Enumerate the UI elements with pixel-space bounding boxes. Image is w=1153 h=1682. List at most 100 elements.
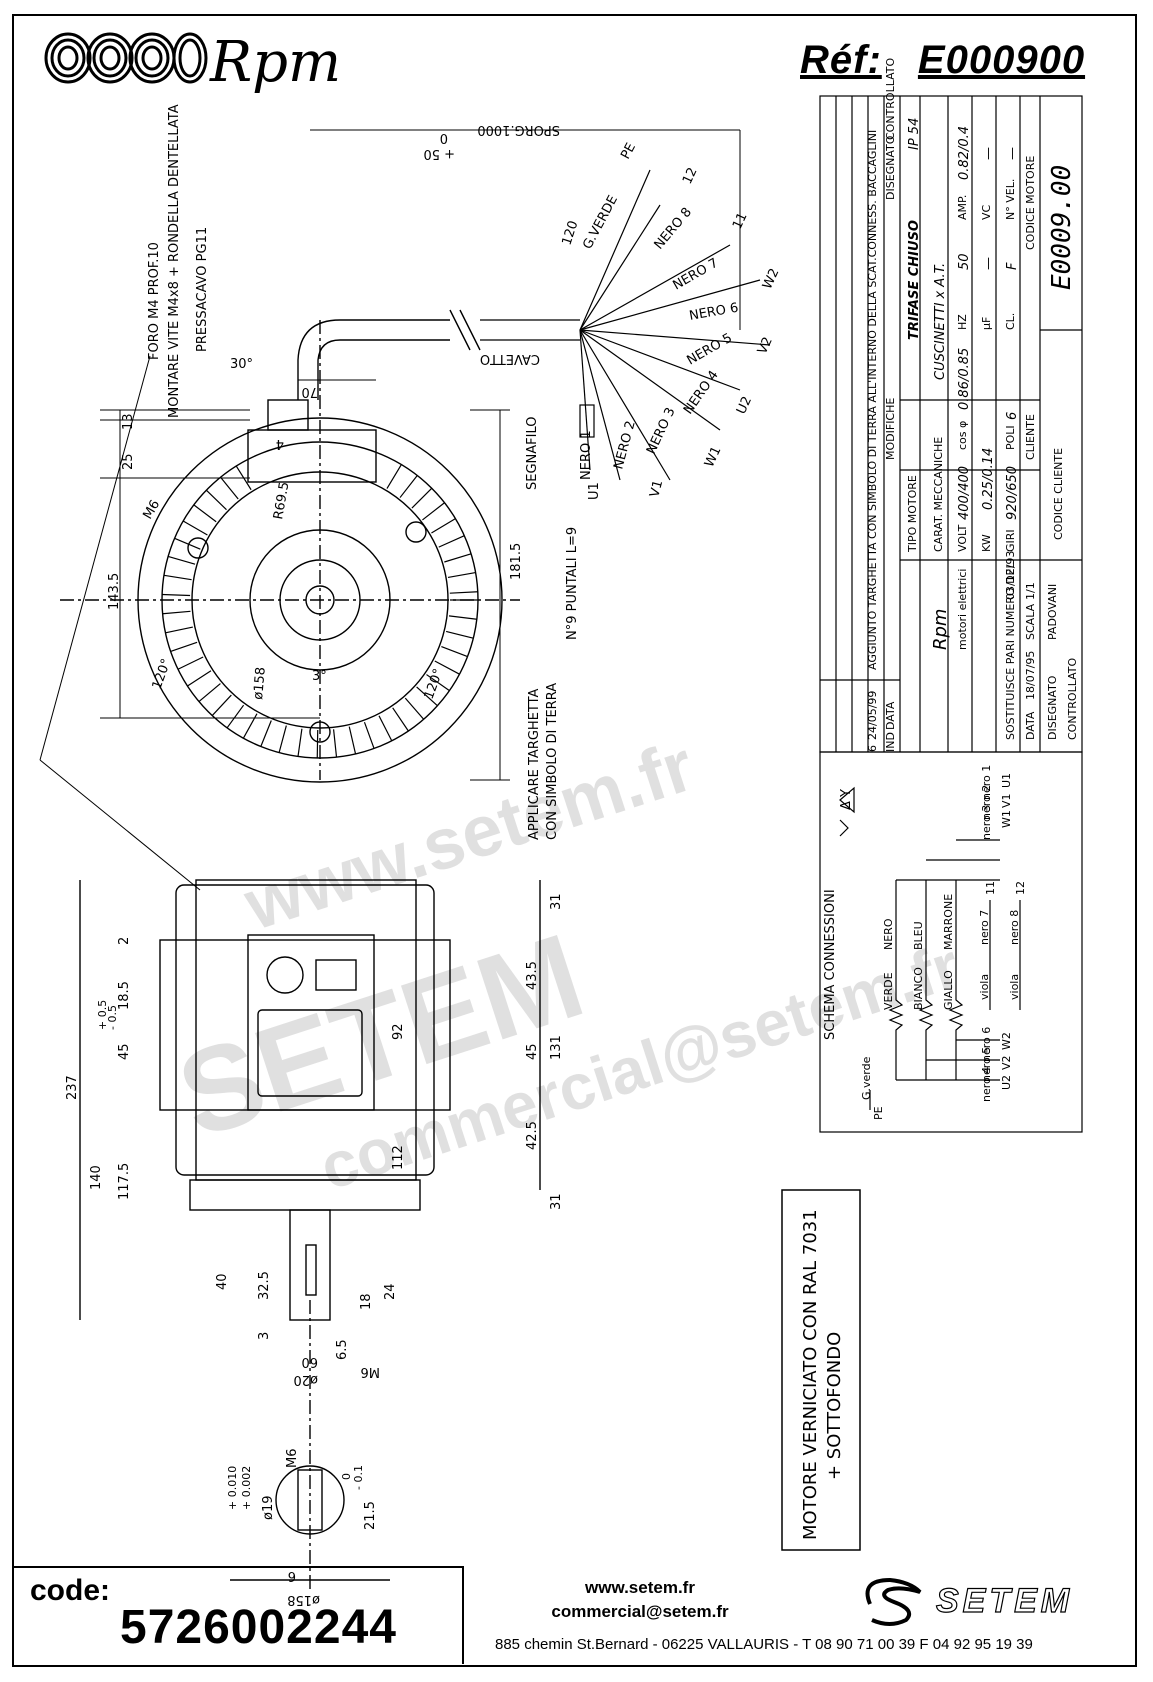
dim-6-5: 6.5 — [335, 1339, 350, 1360]
tb-ip: IP 54 — [907, 118, 922, 150]
label-targhetta: APPLICARE TARGHETTA — [527, 688, 542, 840]
title-block-grid — [819, 95, 1083, 1133]
tb-tipo-label: TIPO MOTORE — [906, 475, 919, 553]
dim-117-5: 117.5 — [117, 1163, 132, 1200]
label-puntali: N°9 PUNTALI L=9 — [565, 527, 580, 640]
dim-d20: ø20 — [294, 1372, 319, 1387]
cooling-fin — [438, 535, 465, 548]
dim-3deg: 3° — [312, 669, 327, 684]
cooling-fin — [163, 574, 192, 581]
dim-21-5: 21.5 — [363, 1501, 378, 1530]
schema-w2: W2 — [1000, 1032, 1013, 1050]
wire-w2: W2 — [760, 266, 783, 291]
cooling-fin — [205, 489, 227, 511]
tb-carat-label: CARAT. MECCANICHE — [932, 437, 945, 552]
address: 885 chemin St.Bernard - 06225 VALLAURIS … — [495, 1636, 1033, 1653]
cooling-fin — [348, 726, 357, 755]
tb-codice-motore-label: CODICE MOTORE — [1024, 156, 1037, 250]
schema-lines — [839, 786, 1021, 1110]
schema-viola-b: viola — [1008, 974, 1021, 1000]
dim-43-5: 43.5 — [525, 961, 540, 990]
tb-brand-small: Rpm — [930, 609, 951, 650]
dim-4: 4 — [276, 436, 284, 451]
tb-vel-label: N° VEL. — [1004, 179, 1017, 220]
code-box — [14, 1566, 464, 1664]
tb-amp: 0.82/0.4 — [957, 126, 972, 180]
dim-45-tol-b: - 0.5 — [106, 1005, 119, 1030]
cooling-fin — [260, 720, 272, 747]
cooling-fin — [411, 487, 433, 509]
tb-volt-label: VOLT — [956, 524, 969, 552]
website-link[interactable]: www.setem.fr — [585, 1578, 695, 1597]
wire-12: 12 — [680, 165, 701, 186]
note-line2: + SOTTOFONDO — [824, 1332, 845, 1480]
tb-amp-label: AMP. — [956, 195, 969, 220]
contact-block: www.setem.fr commercial@setem.fr — [520, 1576, 760, 1624]
dim-42-5: 42.5 — [525, 1121, 540, 1150]
wire-nero5: NERO 5 — [685, 331, 735, 369]
cooling-fin — [242, 713, 258, 739]
cooling-fin — [162, 593, 191, 597]
dim-30deg: 30° — [230, 357, 253, 372]
tb-giri-label: GIRI — [1004, 529, 1017, 552]
cooling-fin — [220, 476, 239, 500]
email-link[interactable]: commercial@setem.fr — [551, 1602, 729, 1621]
cooling-fin — [399, 475, 418, 498]
schema-gverde: G.verde — [860, 1056, 873, 1100]
dim-140: 140 — [89, 1165, 104, 1190]
schema-nero5: nero 5 — [980, 1047, 993, 1082]
wire-nero6: NERO 6 — [688, 301, 739, 324]
tb-carat: CUSCINETTI x A.T. — [933, 263, 948, 380]
label-sporg-tol-top: + 50 — [423, 146, 455, 161]
wire-nero8: NERO 8 — [652, 205, 695, 253]
schema-giallo: GIALLO — [942, 970, 955, 1010]
cooling-fin — [363, 721, 375, 749]
dim-45-b: 45 — [525, 1043, 540, 1060]
cooling-fin — [404, 697, 425, 720]
schema-nero6: nero 6 — [980, 1027, 993, 1062]
tb-poli: 6 — [1005, 412, 1020, 420]
schema-delta-star: Δ Y — [839, 789, 854, 810]
cooling-fin — [162, 610, 191, 615]
ref-value: E000900 — [917, 38, 1086, 82]
dim-r158: ø158 — [251, 666, 269, 700]
dim-25: 25 — [121, 453, 136, 470]
cooling-fin — [431, 518, 456, 534]
cooling-fin — [434, 660, 460, 675]
tb-controllato-h: CONTROLLATO — [884, 58, 897, 140]
ref-label: Réf: — [800, 38, 882, 82]
tb-volt: 400/400 — [957, 466, 972, 520]
tb-data-label: DATA — [884, 701, 897, 730]
tb-data2: 18/07/95 — [1024, 651, 1037, 700]
cooling-fin — [416, 686, 438, 707]
label-targhetta2: CON SIMBOLO DI TERRA — [545, 683, 560, 840]
schema-v2: V2 — [1000, 1055, 1013, 1070]
tb-vc-label: VC — [980, 204, 993, 220]
front-dimension-lines — [39, 129, 741, 891]
schema-bleu: BLEU — [912, 921, 925, 950]
setem-logo: SETEM — [850, 1570, 1120, 1630]
dim-31-a: 31 — [549, 893, 564, 910]
wire-11: 11 — [730, 210, 751, 231]
tb-cos: 0.86/0.85 — [957, 348, 972, 410]
label-screw: MONTARE VITE M4x8 + RONDELLA DENTELLATA — [167, 104, 182, 418]
paint-note: MOTORE VERNICIATO CON RAL 7031 + SOTTOFO… — [781, 1189, 861, 1551]
schema-nero7: nero 7 — [978, 910, 991, 945]
tb-vel: — — [1005, 147, 1020, 160]
dim-92: 92 — [391, 1023, 406, 1040]
coil-logo-icon — [44, 32, 208, 84]
tb-disegnato: PADOVANI — [1046, 584, 1059, 640]
tb-poli-label: POLI — [1004, 425, 1017, 450]
schema-bianco: BIANCO — [912, 967, 925, 1010]
tb-giri: 920/650 — [1005, 466, 1020, 520]
dim-d158-b: ø158 — [287, 1592, 320, 1607]
cooling-fin — [332, 729, 338, 758]
cooling-fins — [162, 464, 478, 758]
front-view-labels: FORO M4 PROF.10 MONTARE VITE M4x8 + ROND… — [107, 104, 783, 840]
tb-cos-label: cos φ — [956, 421, 969, 450]
tb-controllato-label: CONTROLLATO — [1066, 658, 1079, 740]
cooling-fin — [165, 626, 193, 634]
schema-nero: NERO — [882, 918, 895, 950]
wire-w1: W1 — [702, 444, 725, 469]
